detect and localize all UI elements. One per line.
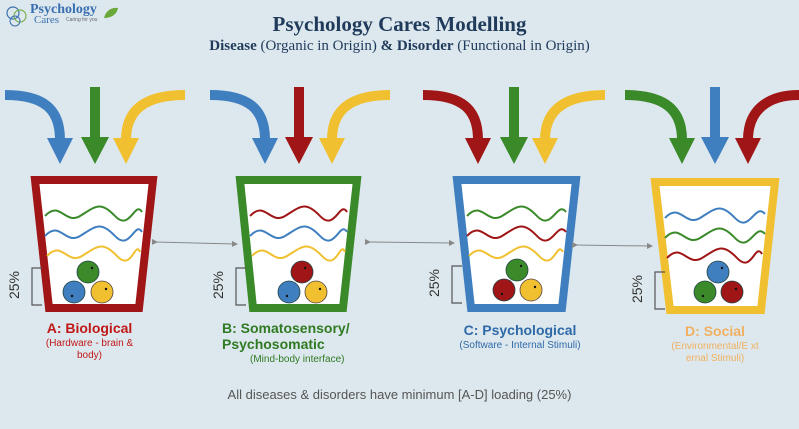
percent-label-c: 25% [426, 268, 443, 298]
bucket-d-description: (Environmental/E xternal Stimuli) [671, 341, 759, 364]
bucket-b-label: B: Somatosensory/ Psychosomatic (Mind-bo… [222, 320, 382, 366]
bucket-c [452, 176, 581, 312]
percent-brackets [31, 265, 665, 310]
bucket-b [235, 176, 362, 312]
page-title: Psychology Cares Modelling [272, 12, 527, 36]
bucket-a-arrows [4, 87, 186, 164]
logo-circles-icon [6, 6, 27, 27]
bucket-a-label: A: Biological (Hardware - brain & body) [22, 320, 157, 362]
bucket-a [30, 176, 158, 312]
footer-note: All diseases & disorders have minimum [A… [227, 387, 572, 402]
logo: Psychology Cares Caring for you [4, 2, 124, 30]
bucket-a-heading: A: Biological [46, 320, 133, 336]
percent-label-d: 25% [629, 274, 646, 304]
page-subtitle: Disease (Organic in Origin) & Disorder (… [0, 38, 799, 55]
bucket-b-heading: B: Somatosensory/ Psychosomatic [222, 320, 350, 352]
bucket-c-description: (Software - Internal Stimuli) [459, 340, 581, 351]
logo-line2: Cares [34, 14, 60, 26]
bucket-b-arrows [209, 87, 391, 164]
bucket-d-label: D: Social (Environmental/E xternal Stimu… [665, 323, 765, 365]
percent-label-b: 25% [210, 270, 227, 300]
subtitle-disorder-note: (Functional in Origin) [453, 38, 590, 54]
subtitle-disease-note: (Organic in Origin) [256, 38, 381, 54]
bucket-c-arrows [422, 87, 606, 164]
bucket-d [650, 178, 780, 314]
bucket-d-heading: D: Social [685, 323, 745, 339]
leaf-icon [104, 7, 118, 18]
bucket-a-description: (Hardware - brain & body) [45, 338, 134, 361]
logo-tagline: Caring for you [66, 17, 98, 23]
bucket-c-heading: C: Psychological [463, 322, 577, 338]
subtitle-disorder: Disorder [393, 38, 454, 54]
subtitle-disease: Disease [209, 38, 257, 54]
bucket-connectors [151, 238, 653, 249]
percent-label-a: 25% [6, 270, 23, 300]
bucket-d-arrows [624, 87, 799, 164]
bucket-b-description: (Mind-body interface) [250, 354, 345, 365]
logo-line1: Psychology [30, 2, 97, 17]
bucket-c-label: C: Psychological (Software - Internal St… [445, 322, 595, 352]
subtitle-amp: & [380, 38, 394, 54]
